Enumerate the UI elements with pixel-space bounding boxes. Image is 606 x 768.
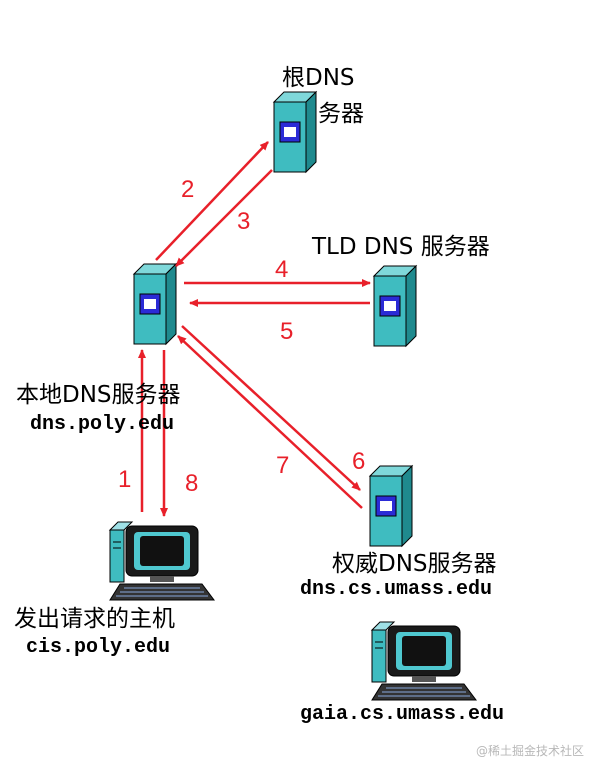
step-label-4: 4 bbox=[275, 256, 289, 283]
watermark: @稀土掘金技术社区 bbox=[476, 744, 585, 758]
auth-dns-host: dns.cs.umass.edu bbox=[300, 578, 493, 601]
step-label-1: 1 bbox=[118, 466, 132, 493]
gaia-host-computer-icon bbox=[371, 621, 477, 701]
local-dns-label: 本地DNS服务器 bbox=[16, 382, 181, 408]
step-label-6: 6 bbox=[352, 448, 366, 475]
local-dns-host: dns.poly.edu bbox=[30, 413, 175, 436]
gaia-host-name: gaia.cs.umass.edu bbox=[300, 703, 505, 726]
requesting-host-computer-icon bbox=[109, 521, 215, 601]
requesting-host-label: 发出请求的主机 bbox=[14, 606, 175, 632]
step-label-7: 7 bbox=[276, 452, 290, 479]
auth-dns-label: 权威DNS服务器 bbox=[332, 551, 497, 577]
step-label-3: 3 bbox=[237, 208, 251, 235]
arrow-7 bbox=[177, 335, 363, 509]
arrow-2 bbox=[155, 141, 269, 261]
root-dns-server-icon bbox=[273, 91, 317, 173]
tld-dns-server-icon bbox=[373, 265, 417, 347]
step-label-5: 5 bbox=[280, 318, 294, 345]
tld-dns-label: TLD DNS 服务器 bbox=[312, 234, 490, 260]
step-label-8: 8 bbox=[185, 470, 199, 497]
arrow-3 bbox=[175, 169, 273, 267]
auth-dns-server-icon bbox=[369, 465, 413, 547]
step-label-2: 2 bbox=[181, 176, 195, 203]
local-dns-server-icon bbox=[133, 263, 177, 345]
root-dns-label-line2: 务器 bbox=[318, 101, 364, 127]
requesting-host-name: cis.poly.edu bbox=[26, 636, 171, 659]
arrow-6 bbox=[181, 325, 361, 491]
root-dns-label-line1: 根DNS bbox=[282, 65, 355, 91]
